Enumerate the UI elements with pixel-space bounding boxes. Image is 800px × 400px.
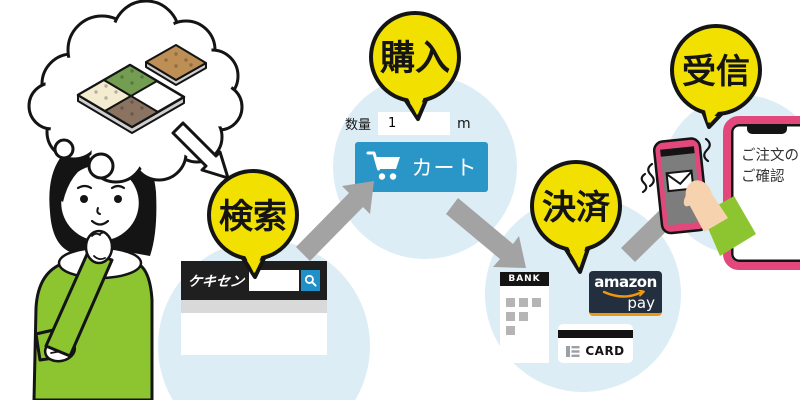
- carpet-tile-samples: [76, 44, 207, 134]
- browser-mockup: ケキセン: [181, 261, 327, 355]
- tile-cream: [77, 79, 132, 112]
- magnifier-icon: [304, 274, 317, 287]
- woman-eyebrow-left: [76, 184, 93, 190]
- step-label-search: 検索: [219, 197, 287, 237]
- tile-tan-edge: [145, 61, 207, 86]
- quantity-row: 数量 m: [345, 112, 471, 135]
- woman-nose: [96, 207, 101, 215]
- thought-cloud-puff-large: [87, 152, 115, 180]
- step-bubble-purchase: 購入: [369, 11, 461, 121]
- phone-notch: [747, 126, 787, 134]
- card-chip-icon: [566, 345, 580, 357]
- tile-green: [103, 64, 158, 97]
- tile-brown: [104, 95, 159, 128]
- amazon-pay-word: amazon: [594, 273, 657, 291]
- step-bubble-search: 検索: [207, 169, 299, 279]
- woman-fist-at-chin: [84, 229, 114, 265]
- card-label: CARD: [585, 344, 625, 358]
- woman-left-fingers: [49, 342, 68, 354]
- add-to-cart-button[interactable]: カート: [355, 142, 488, 192]
- woman-fist-lines: [91, 231, 108, 261]
- search-input[interactable]: [249, 270, 299, 291]
- woman-face: [58, 162, 142, 244]
- browser-page-body: [181, 313, 327, 355]
- shopping-cart-icon: [366, 151, 400, 180]
- cart-button-label: カート: [411, 157, 478, 180]
- woman-neck: [89, 238, 111, 262]
- quantity-label: 数量: [345, 118, 372, 133]
- woman-hair-back: [49, 136, 157, 256]
- order-confirmation-phone: ご注文の ご確認: [723, 116, 800, 270]
- quantity-input[interactable]: [378, 112, 451, 135]
- credit-card-icon: CARD: [558, 324, 633, 363]
- browser-subheader-bar: [181, 300, 327, 313]
- woman-mouth: [90, 219, 110, 226]
- search-button[interactable]: [301, 270, 320, 291]
- bank-windows: [500, 286, 549, 335]
- thought-cloud: [27, 0, 244, 184]
- woman-left-hand: [43, 337, 77, 363]
- step-label-receive: 受信: [682, 52, 750, 92]
- woman-eye-right: [114, 195, 122, 203]
- bank-icon: BANK: [500, 272, 549, 363]
- woman-hair-bangs: [59, 138, 153, 252]
- amazon-pay-badge: amazon pay: [589, 271, 662, 316]
- woman-collar: [57, 246, 143, 280]
- woman-left-sleeve: [34, 326, 70, 362]
- tile-tan: [145, 44, 207, 81]
- step-label-purchase: 購入: [380, 39, 450, 79]
- woman-forearm: [44, 250, 114, 358]
- step-bubble-receive: 受信: [670, 24, 762, 129]
- tile-dot-texture: [94, 52, 193, 116]
- woman-eye-left: [80, 195, 88, 203]
- tile-mat-base: [76, 63, 186, 129]
- card-magnetic-stripe: [558, 330, 633, 338]
- bank-label: BANK: [500, 272, 549, 286]
- amazon-smile-arrow-icon: [602, 290, 645, 298]
- thought-cloud-puff-small: [53, 138, 75, 160]
- order-confirmation-text: ご注文の ご確認: [741, 148, 799, 185]
- quantity-unit: m: [457, 115, 471, 132]
- thinking-woman-illustration: [32, 136, 157, 400]
- tile-mat-edge: [77, 94, 185, 134]
- amazon-pay-sub: pay: [627, 294, 655, 312]
- step-bubble-payment: 決済: [530, 160, 622, 274]
- step-label-payment: 決済: [542, 188, 611, 228]
- woman-eyebrow-right: [110, 184, 126, 190]
- woman-sweater: [32, 254, 154, 400]
